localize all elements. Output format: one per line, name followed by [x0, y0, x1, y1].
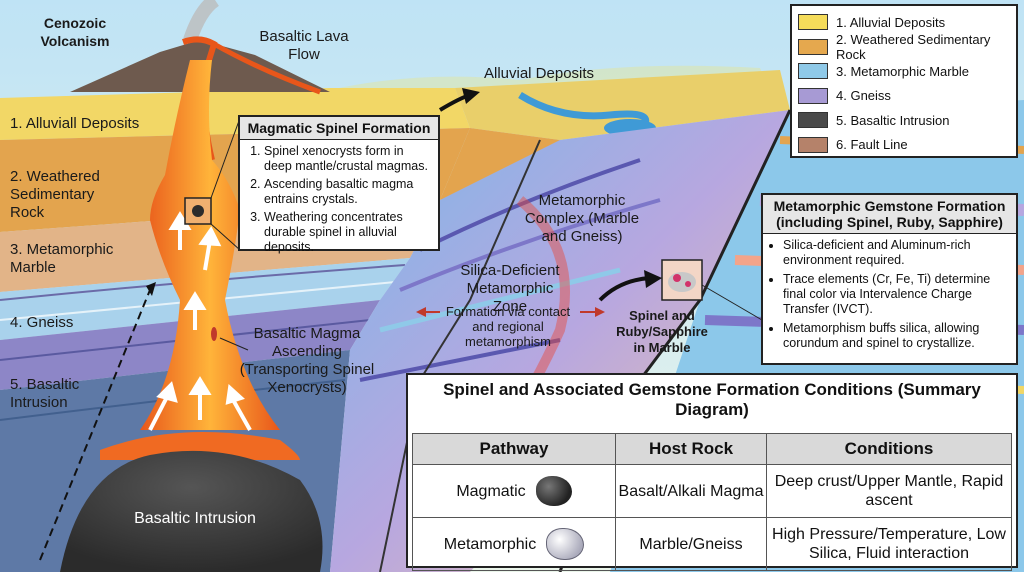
legend-item: 6. Fault Line: [798, 133, 1010, 158]
light-gem-icon: [546, 528, 585, 560]
metamorphic-point: Silica-deficient and Aluminum-rich envir…: [783, 238, 1010, 268]
legend: 1. Alluvial Deposits 2. Weathered Sedime…: [790, 4, 1018, 158]
legend-item: 2. Weathered Sedimentary Rock: [798, 31, 1010, 62]
table-row: Metamorphic Marble/Gneiss High Pressure/…: [412, 517, 1012, 571]
magmatic-step: Spinel xenocrysts form in deep mantle/cr…: [264, 144, 432, 174]
legend-item: 5. Basaltic Intrusion: [798, 108, 1010, 133]
legend-item: 3. Metamorphic Marble: [798, 59, 1010, 84]
magmatic-steps: Spinel xenocrysts form in deep mantle/cr…: [240, 144, 438, 255]
metamorphic-point: Metamorphism buffs silica, allowing coru…: [783, 321, 1010, 351]
host-rock-cell: Basalt/Alkali Magma: [615, 464, 767, 518]
legend-label: 2. Weathered Sedimentary Rock: [836, 31, 991, 62]
magmatic-box-title: Magmatic Spinel Formation: [240, 117, 438, 140]
header-conditions: Conditions: [766, 433, 1012, 465]
layer-5-label: 5. Basaltic Intrusion: [10, 376, 80, 411]
summary-header-row: Pathway Host Rock Conditions: [412, 433, 1012, 465]
magmatic-step: Ascending basaltic magma entrains crysta…: [264, 177, 432, 207]
conditions-cell: High Pressure/Temperature, Low Silica, F…: [766, 517, 1012, 571]
legend-swatch: [798, 38, 828, 55]
lava-flow-label: Basaltic Lava Flow: [259, 28, 349, 63]
legend-item: 1. Alluvial Deposits: [798, 10, 1010, 35]
formation-via-label: Formation via contact and regional metam…: [445, 304, 571, 349]
magmatic-step: Weathering concentrates durable spinel i…: [264, 210, 432, 255]
conditions-cell: Deep crust/Upper Mantle, Rapid ascent: [766, 464, 1012, 518]
legend-label: 3. Metamorphic Marble: [836, 63, 969, 79]
legend-label: 1. Alluvial Deposits: [836, 14, 946, 30]
pathway-cell: Magmatic: [412, 464, 616, 518]
legend-label: 4. Gneiss: [836, 88, 891, 104]
pathway-name: Metamorphic: [443, 535, 537, 553]
metamorphic-complex-label: Metamorphic Complex (Marble and Gneiss): [524, 192, 640, 245]
legend-swatch: [798, 87, 828, 104]
layer-2-label: 2. Weathered Sedimentary Rock: [10, 168, 100, 221]
legend-label: 6. Fault Line: [836, 137, 908, 153]
header-pathway: Pathway: [412, 433, 616, 465]
pathway-cell: Metamorphic: [412, 517, 616, 571]
summary-title: Spinel and Associated Gemstone Formation…: [443, 380, 981, 419]
layer-1-label: 1. Alluviall Deposits: [10, 115, 140, 132]
metamorphic-points: Silica-deficient and Aluminum-rich envir…: [763, 238, 1016, 351]
spinel-ruby-label: Spinel and Ruby/Sapphire in Marble: [616, 308, 708, 355]
metamorphic-gemstone-box: Metamorphic Gemstone Formation (includin…: [761, 193, 1018, 365]
silica-deficient-zone-label: Silica-Deficient Metamorphic Zone: [460, 262, 560, 315]
summary-table: Pathway Host Rock Conditions Magmatic Ba…: [412, 433, 1012, 571]
metamorphic-box-title: Metamorphic Gemstone Formation (includin…: [763, 195, 1016, 234]
alluvial-deposits-label: Alluvial Deposits: [484, 65, 595, 82]
layer-3-label: 3. Metamorphic Marble: [10, 241, 114, 276]
summary-table-panel: Spinel and Associated Gemstone Formation…: [406, 373, 1018, 571]
legend-label: 5. Basaltic Intrusion: [836, 112, 950, 128]
volcanism-label: Cenozoic Volcanism: [40, 15, 110, 49]
header-host-rock: Host Rock: [615, 433, 767, 465]
table-row: Magmatic Basalt/Alkali Magma Deep crust/…: [412, 464, 1012, 518]
basaltic-intrusion-label: Basaltic Intrusion: [134, 510, 256, 527]
magma-ascending-label: Basaltic Magma Ascending (Transporting S…: [239, 325, 375, 396]
legend-swatch: [798, 63, 828, 80]
legend-item: 4. Gneiss: [798, 84, 1010, 109]
pathway-name: Magmatic: [456, 482, 526, 500]
legend-swatch: [798, 14, 828, 31]
host-rock-cell: Marble/Gneiss: [615, 517, 767, 571]
dark-gem-icon: [535, 476, 572, 506]
legend-swatch: [798, 136, 828, 153]
legend-swatch: [798, 112, 828, 129]
magmatic-spinel-box: Magmatic Spinel Formation Spinel xenocry…: [238, 115, 440, 254]
metamorphic-point: Trace elements (Cr, Fe, Ti) determine fi…: [783, 272, 1010, 317]
layer-4-label: 4. Gneiss: [10, 314, 74, 331]
